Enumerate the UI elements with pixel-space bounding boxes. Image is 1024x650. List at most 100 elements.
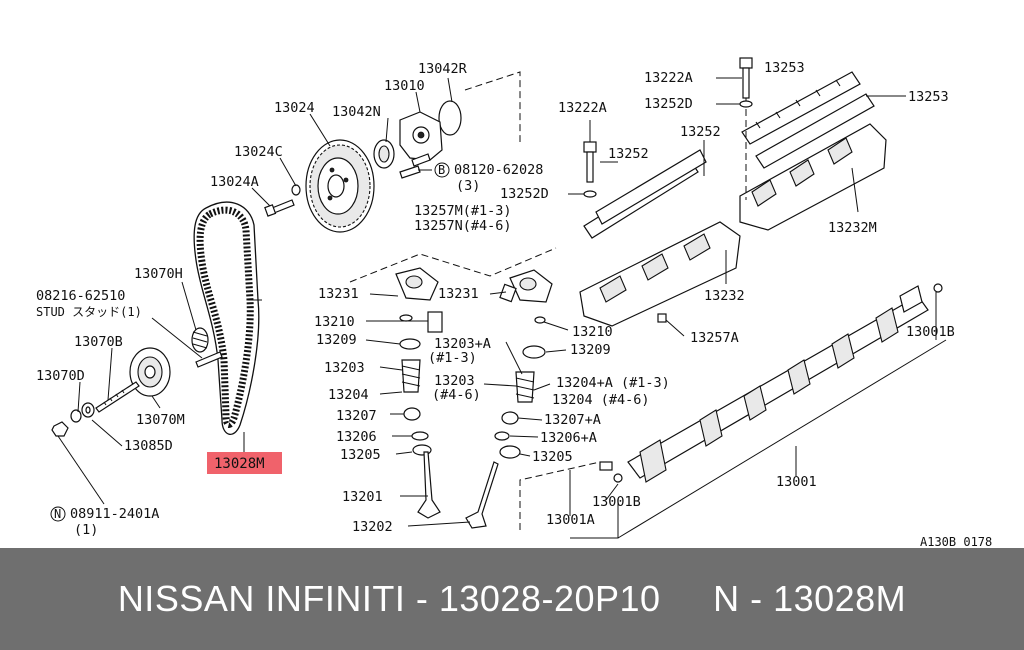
highlight-box [207,452,282,474]
label-stud-desc: STUD スタッド(1) [36,305,142,319]
dashed-guide-13257 [349,247,557,283]
label-13042R: 13042R [418,61,468,77]
washer-13252D-top [739,100,753,108]
label-13070D: 13070D [36,368,85,384]
label-13257A: 13257A [690,330,739,346]
dashed-cover-outline [464,71,521,142]
label-13085D: 13085D [124,438,173,454]
diagram-code: A130B 0178 [920,535,992,548]
rocker-arm-13231-right [509,269,553,303]
label-nut-n-qty: (1) [74,522,98,538]
plug-13001A [599,461,613,471]
part-labels: 13042R 13010 13024 13042N 13024C 13024A … [36,60,992,548]
bolt-13024A [264,199,295,217]
rocker-assembly-13232M [739,123,887,231]
camshaft-13001 [627,285,929,483]
footer-caption: NISSAN INFINITI - 13028-20P10 N - 13028M [118,578,906,620]
footer-ref-prefix: N - [713,578,774,619]
label-bolt-b-qty: (3) [456,178,480,194]
parts-diagram: 13042R 13010 13024 13042N 13024C 13024A … [36,57,992,548]
exploded-view-svg: 13042R 13010 13024 13042N 13024C 13024A … [36,57,992,548]
nut-N [51,421,69,437]
label-13204-left: 13204 [328,387,369,403]
bolt-13222A-mid [583,141,597,183]
timing-belt-13028M [193,201,262,435]
label-13253-right: 13253 [908,89,949,105]
label-13231-mid: 13231 [438,286,479,302]
label-13253-top: 13253 [764,60,805,76]
label-13203A-sub: (#1-3) [428,350,477,366]
washer-13070D [70,409,82,423]
pin-13257A [657,313,667,323]
label-13024C: 13024C [234,144,283,160]
label-13231-left: 13231 [318,286,359,302]
circle-b-icon: B [434,162,450,178]
plug-13001B-right [933,283,943,293]
label-13001A: 13001A [546,512,595,528]
label-13203-left: 13203 [324,360,365,376]
cover-plate-13042R [438,100,462,136]
label-13203-mid: 13203 [434,373,475,389]
highlighted-part-label: 13028M [207,452,282,474]
footer-bar: NISSAN INFINITI - 13028-20P10 N - 13028M [0,548,1024,650]
label-13232M: 13232M [828,220,877,236]
label-13204-mid: 13204 (#4-6) [552,392,650,408]
footer-gap [661,578,714,619]
bolt-13070B [95,381,140,413]
label-13010: 13010 [384,78,425,94]
label-13070M: 13070M [136,412,185,428]
footer-brand: NISSAN INFINITI [117,578,406,619]
label-nut-n-code: 08911-2401A [70,506,159,522]
tensioner-pulley-13070M [129,347,171,397]
label-13257M: 13257M(#1-3) [414,203,512,219]
label-13203A: 13203+A [434,336,491,352]
circle-n-letter: N [54,507,61,521]
valve-stack-right [465,316,546,529]
label-13042N: 13042N [332,104,381,120]
label-13201: 13201 [342,489,383,505]
label-13206A: 13206+A [540,430,597,446]
label-13024: 13024 [274,100,315,116]
bracket-13010 [399,111,443,161]
stud-08216 [195,351,223,368]
label-bolt-b-code: 08120-62028 [454,162,543,178]
bolts-B [399,153,431,179]
label-13001B-bottom: 13001B [592,494,641,510]
label-13209-right: 13209 [570,342,611,358]
label-13207A: 13207+A [544,412,601,428]
label-13252-mid: 13252 [608,146,649,162]
label-13070B: 13070B [74,334,123,350]
label-13252D-mid: 13252D [500,186,549,202]
label-13252D-top: 13252D [644,96,693,112]
label-13209-left: 13209 [316,332,357,348]
lash-adjuster-13210-left [427,311,443,333]
label-13207-left: 13207 [336,408,377,424]
circle-n-icon: N [50,506,66,522]
valve-stack-left [399,314,441,519]
label-13205-left: 13205 [340,447,381,463]
camshaft-sprocket-13024 [305,139,375,233]
label-13252-right: 13252 [680,124,721,140]
label-13024A: 13024A [210,174,259,190]
bolt-13222A-top [739,57,753,200]
label-13232: 13232 [704,288,745,304]
label-13210-left: 13210 [314,314,355,330]
label-13203-mid-sub: (#4-6) [432,387,481,403]
label-13257N: 13257N(#4-6) [414,218,512,234]
label-13028M: 13028M [214,456,265,472]
label-13205-right: 13205 [532,449,573,465]
label-13001: 13001 [776,474,817,490]
washer-13252D-mid [583,190,597,198]
washer-13024C [291,184,301,196]
dashed-guide-camshaft [519,461,601,530]
rocker-shaft-13253-lower [755,93,875,169]
plug-13001B-bottom [613,473,623,483]
footer-separator: - [405,578,439,619]
rocker-assembly-13232 [579,221,741,327]
footer-part-number: 13028-20P10 [438,578,661,619]
label-13206-left: 13206 [336,429,377,445]
rocker-arm-13231-left [395,267,439,301]
oil-seal-13042N [373,139,395,169]
label-13222A-mid: 13222A [558,100,607,116]
footer-ref-part: 13028M [773,578,907,619]
